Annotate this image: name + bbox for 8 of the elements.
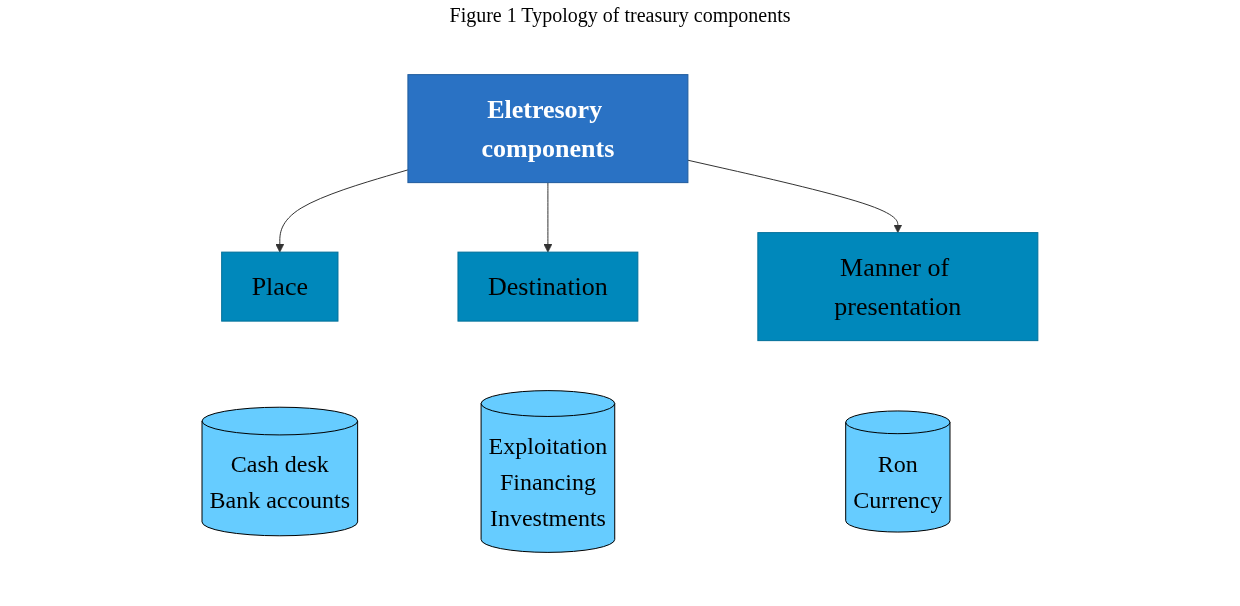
node-box: Place [221, 251, 339, 322]
arrow [687, 159, 903, 233]
arrow [543, 182, 553, 253]
node-box: Eletresory components [407, 74, 689, 184]
figure-title: Figure 1 Typology of treasury components [448, 4, 792, 27]
node-box: Destination [457, 251, 639, 322]
arrow [275, 169, 409, 253]
node-box: Manner of presentation [757, 232, 1039, 342]
